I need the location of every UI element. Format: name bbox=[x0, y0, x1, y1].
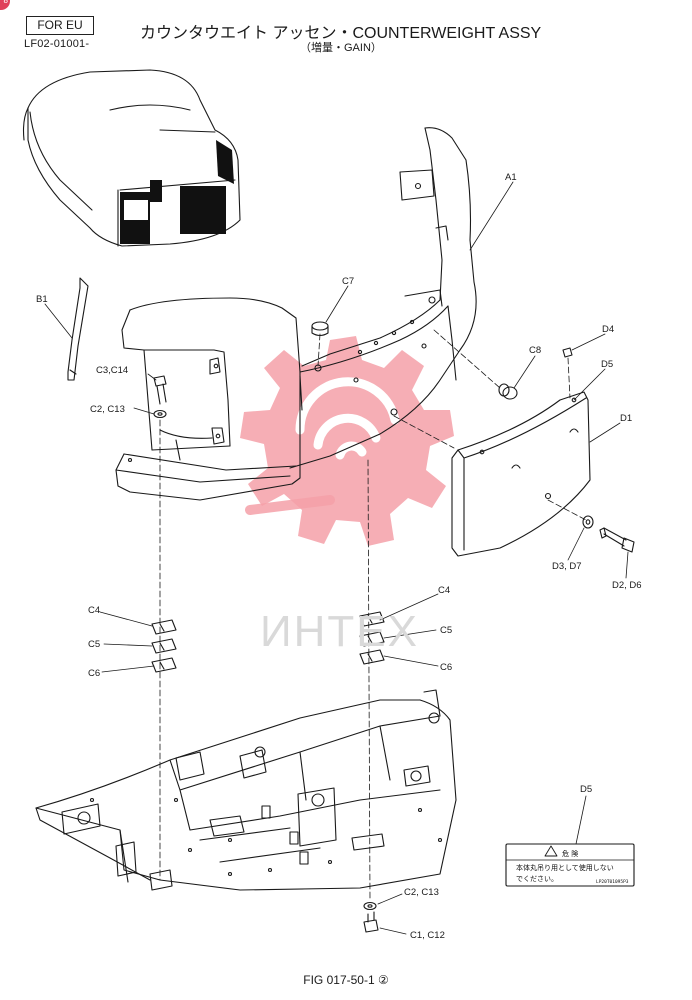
figure-caption: FIG 017-50-1 ② bbox=[303, 973, 389, 987]
part-d1-weight-plate bbox=[451, 391, 591, 557]
callout-c6-left: C6 bbox=[88, 668, 100, 679]
callout-c5-right: C5 bbox=[440, 625, 452, 636]
serial-code: LF02-01001- bbox=[24, 38, 90, 50]
decal-line-1: 本体丸吊り用として使用しない bbox=[516, 863, 614, 872]
callout-d4: D4 bbox=[602, 324, 614, 335]
callout-a1: A1 bbox=[505, 172, 517, 183]
callout-c4-left: C4 bbox=[88, 605, 100, 616]
part-left-weight-block bbox=[115, 297, 301, 501]
part-d4-cap bbox=[562, 347, 573, 358]
assembly-center-lines bbox=[159, 329, 587, 901]
part-left-shim-stack bbox=[151, 619, 177, 673]
callout-c6-right: C6 bbox=[440, 662, 452, 673]
decal-line-2: でください。 bbox=[516, 875, 558, 883]
part-c7-cap bbox=[311, 321, 329, 337]
callout-c3-c14: C3,C14 bbox=[96, 365, 128, 376]
callout-c8: C8 bbox=[529, 345, 541, 356]
callout-c2-c13-upper: C2, C13 bbox=[90, 404, 125, 415]
callout-d5-upper: D5 bbox=[601, 359, 613, 370]
callout-d1: D1 bbox=[620, 413, 632, 424]
decal-d5 bbox=[505, 843, 635, 887]
decal-warning-word: 危 険 bbox=[562, 849, 578, 858]
region-tag: FOR EU bbox=[26, 16, 94, 35]
part-c2-washer-lower bbox=[363, 901, 377, 911]
page-title: カウンタウエイト アッセン・COUNTERWEIGHT ASSY bbox=[140, 25, 542, 42]
decal-part-number: LP20T01095P3 bbox=[596, 879, 629, 885]
part-c3-bolt-upper bbox=[153, 375, 167, 405]
callout-b1: B1 bbox=[36, 294, 48, 305]
callout-d2-d6: D2, D6 bbox=[612, 580, 642, 591]
watermark-gear bbox=[240, 336, 454, 546]
part-d2-bolt bbox=[599, 527, 635, 553]
part-b1-bracket bbox=[67, 277, 89, 381]
watermark-text: ИНТЕХ bbox=[260, 607, 419, 656]
leader-lines bbox=[44, 181, 629, 935]
machine-thumbnail bbox=[22, 69, 241, 247]
part-c1-bolt-lower bbox=[363, 911, 379, 933]
callout-c7: C7 bbox=[342, 276, 354, 287]
callout-c4-right: C4 bbox=[438, 585, 450, 596]
part-c8-spacer bbox=[498, 383, 518, 400]
callout-c5-left: C5 bbox=[88, 639, 100, 650]
page-subtitle: （増量・GAIN） bbox=[300, 42, 382, 54]
callout-c1-c12: C1, C12 bbox=[410, 930, 445, 941]
callout-c2-c13-lower: C2, C13 bbox=[404, 887, 439, 898]
part-machine-frame bbox=[35, 689, 457, 891]
callout-d5-decal: D5 bbox=[580, 784, 592, 795]
corner-badge: 8 bbox=[0, 0, 10, 10]
part-c2-washer-upper bbox=[153, 409, 167, 419]
callout-d3-d7: D3, D7 bbox=[552, 561, 582, 572]
part-d3-washer bbox=[582, 515, 594, 529]
